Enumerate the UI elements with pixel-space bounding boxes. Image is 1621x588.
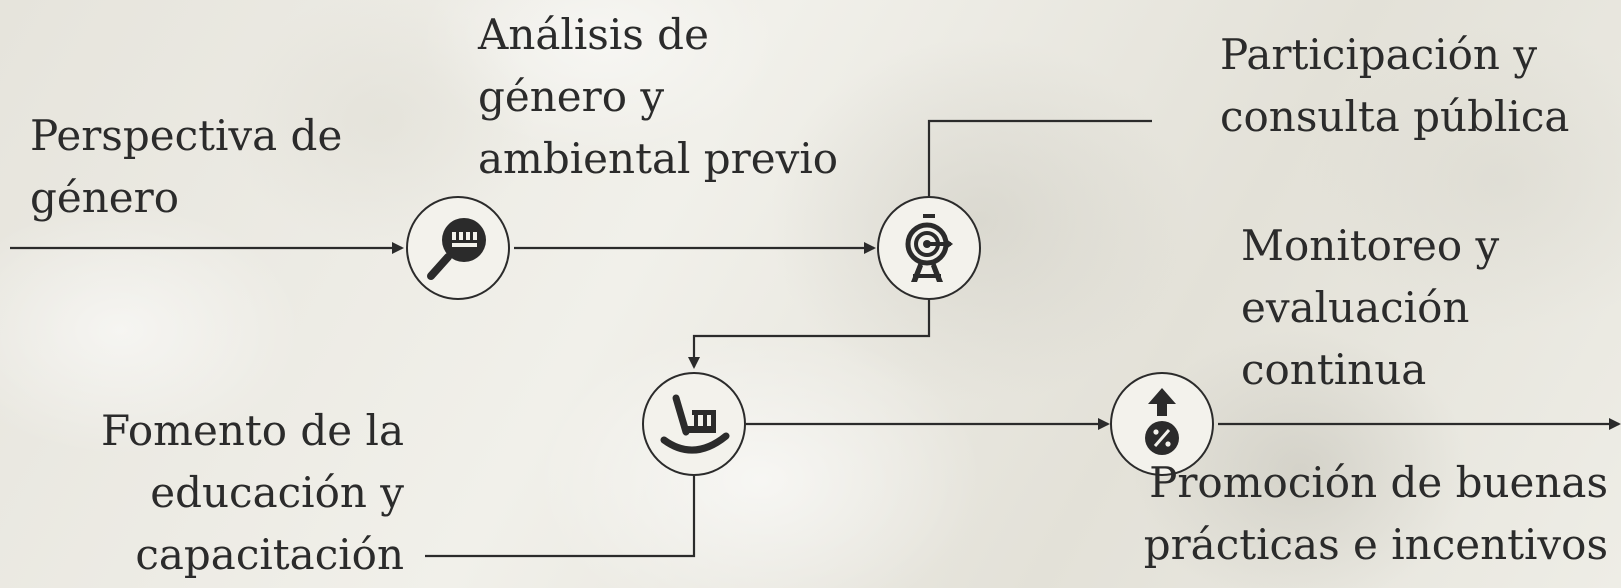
connector-educacion-label [425,476,696,558]
label-analisis: Análisis de género y ambiental previo [478,10,839,183]
label-monitoreo: Monitoreo y evaluación continua [1241,221,1500,394]
connector-participacion-educacion [688,300,931,369]
node-monitoreo [1110,372,1214,476]
label-promocion: Promoción de buenas prácticas e incentiv… [1143,458,1608,569]
label-educacion: Fomento de la educación y capacitación [101,406,404,579]
target-icon [905,214,953,282]
magnifier-icon [427,218,486,280]
rocking-chair-icon [660,394,730,454]
node-participacion [877,196,981,300]
label-participacion: Participación y consulta pública [1220,30,1570,141]
node-educacion [642,372,746,476]
connector-participacion-label [927,119,1152,196]
node-analisis [406,196,510,300]
label-perspectiva: Perspectiva de género [30,111,343,222]
percent-up-icon [1145,388,1179,455]
